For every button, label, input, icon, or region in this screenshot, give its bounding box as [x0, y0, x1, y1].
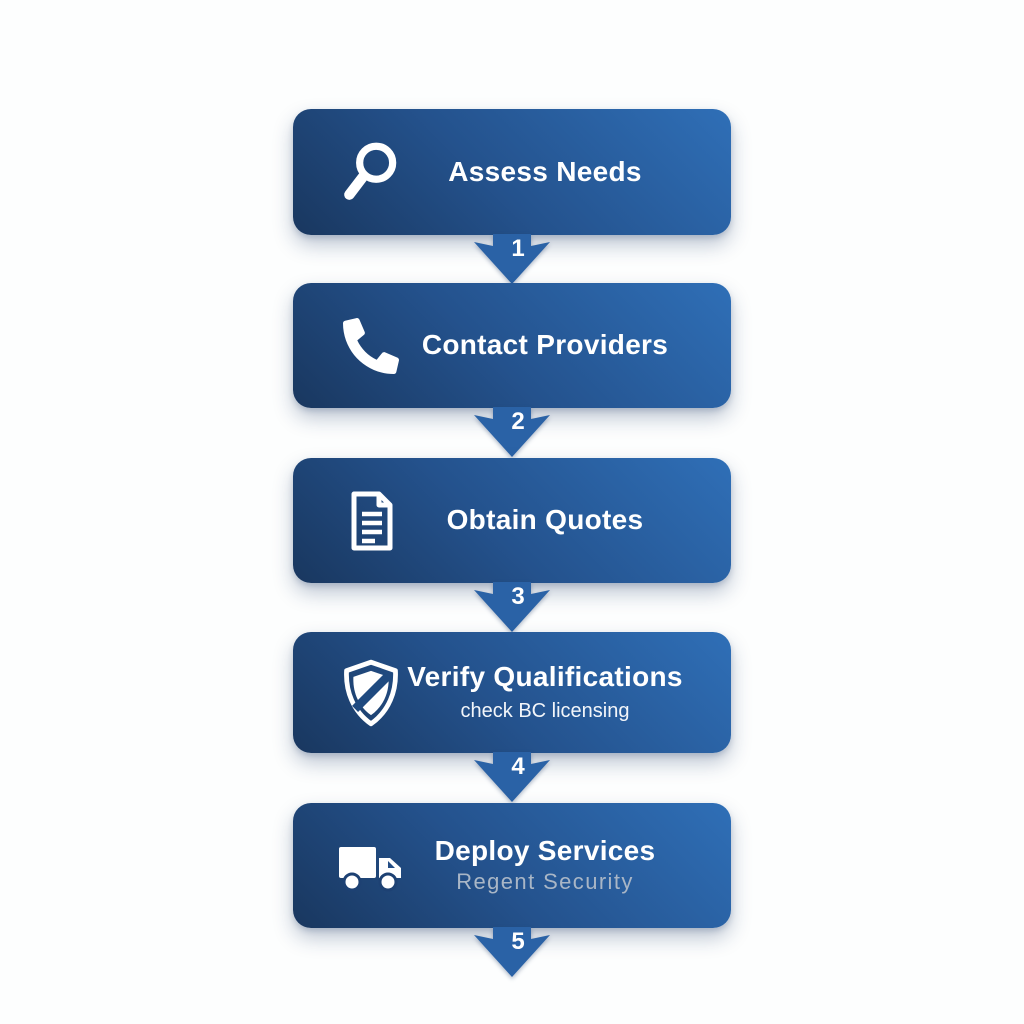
flow-step-assess-needs: Assess Needs	[293, 109, 731, 235]
flow-arrow-1: 1	[474, 234, 550, 284]
flow-arrow-4: 4	[474, 752, 550, 802]
step-title: Assess Needs	[448, 155, 642, 187]
flow-arrow-3: 3	[474, 582, 550, 632]
flow-step-deploy-services: Deploy Services Regent Security	[293, 803, 731, 928]
truck-icon	[335, 830, 407, 902]
flow-arrow-2: 2	[474, 407, 550, 457]
arrow-number: 5	[511, 928, 525, 955]
step-subtitle: check BC licensing	[460, 699, 630, 722]
step-title: Contact Providers	[421, 329, 669, 361]
document-icon	[335, 485, 407, 557]
arrow-number: 2	[511, 408, 525, 435]
magnifier-icon	[335, 136, 407, 208]
step-subtitle: Regent Security	[456, 869, 634, 895]
flow-arrow-5: 5	[474, 927, 550, 977]
arrow-number: 3	[511, 583, 525, 610]
phone-icon	[335, 310, 407, 382]
step-title: Verify Qualifications	[407, 661, 683, 693]
flow-step-obtain-quotes: Obtain Quotes	[293, 458, 731, 583]
arrow-number: 1	[511, 235, 525, 262]
flow-step-verify-qualifications: Verify Qualifications check BC licensing	[293, 632, 731, 753]
shield-icon	[335, 657, 407, 729]
step-title: Obtain Quotes	[446, 504, 644, 536]
flow-step-contact-providers: Contact Providers	[293, 283, 731, 408]
arrow-number: 4	[511, 753, 525, 780]
step-title: Deploy Services	[434, 834, 656, 866]
